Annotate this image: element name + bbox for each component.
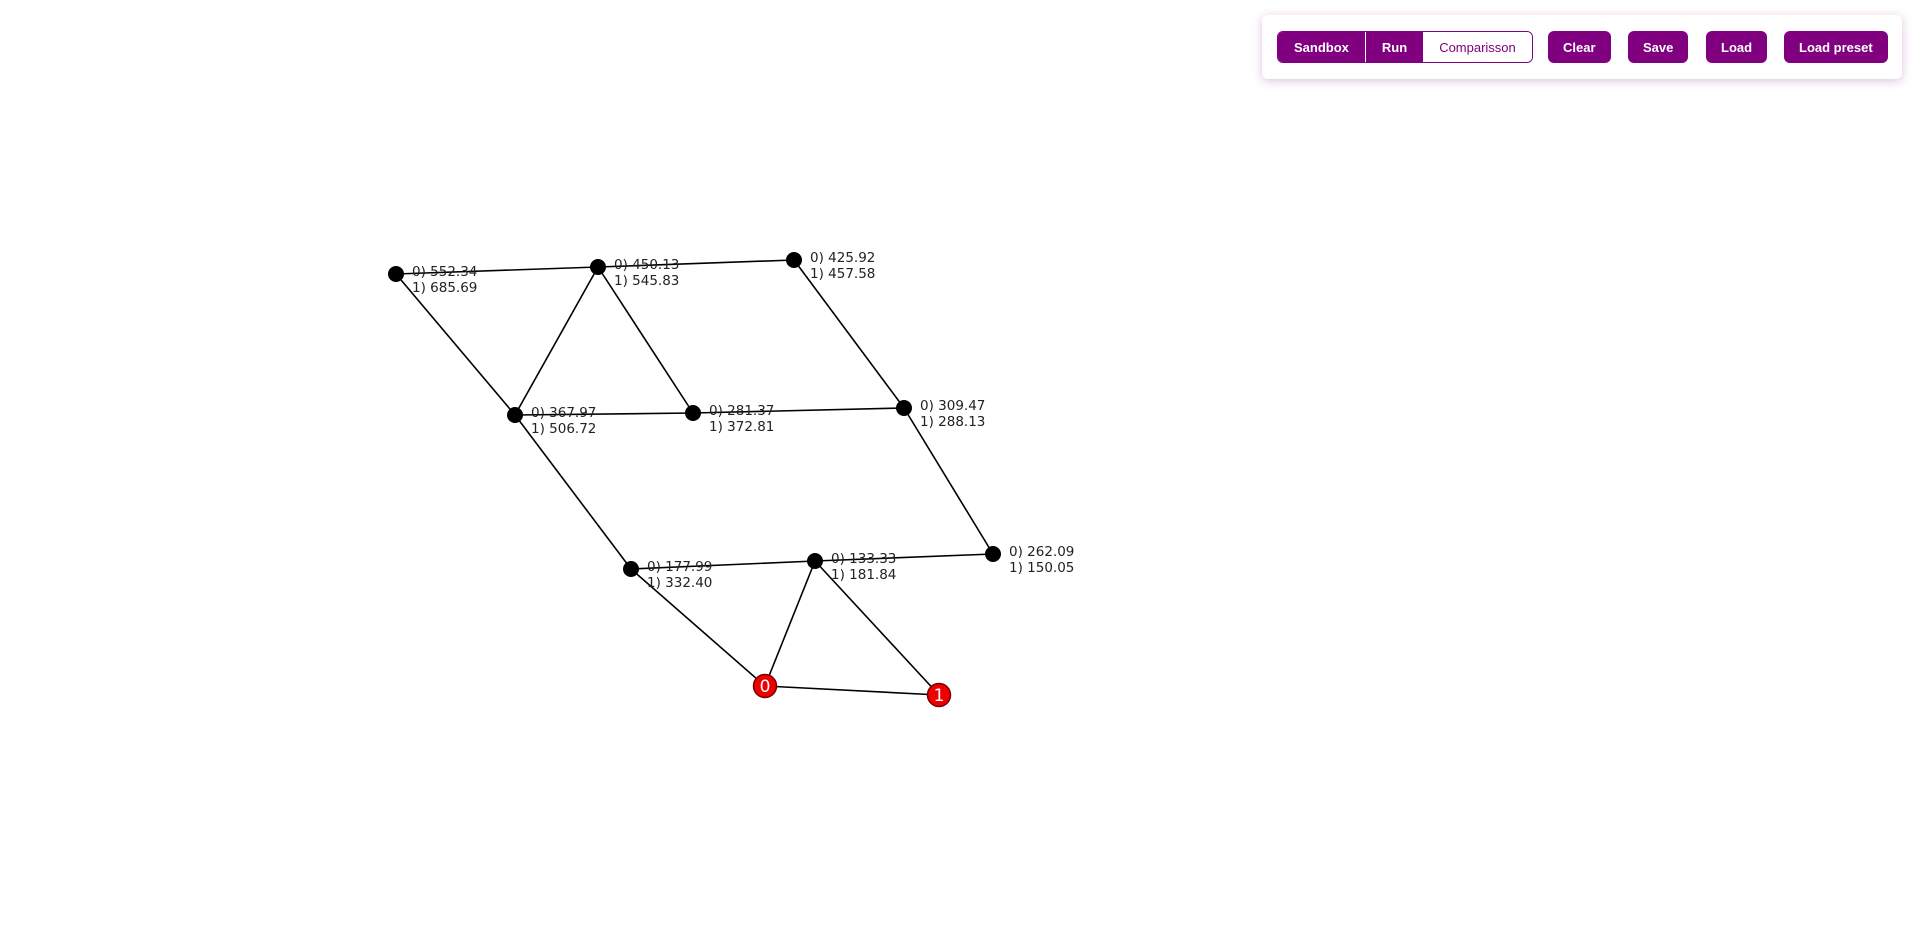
source-node-label: 1 (934, 686, 945, 706)
node-distance-label: 0) 177.99 (647, 559, 712, 575)
node-distance-label: 1) 506.72 (531, 421, 596, 437)
node-distance-label: 1) 332.40 (647, 575, 712, 591)
graph-edges (395, 259, 994, 696)
node-distance-label: 1) 288.13 (920, 414, 985, 430)
load-preset-button[interactable]: Load preset (1784, 31, 1888, 63)
node-distance-label: 0) 133.33 (831, 551, 896, 567)
graph-node-n3[interactable] (786, 252, 802, 268)
graph-edge-n8-n9 (814, 553, 994, 562)
graph-edge-n3-n6 (793, 259, 905, 409)
graph-edge-n6-n9 (903, 407, 994, 555)
graph-edge-n8-s1 (814, 560, 940, 696)
graph-node-n2[interactable] (590, 259, 606, 275)
graph-edge-n7-s0 (630, 568, 766, 687)
source-node-1[interactable] (926, 682, 952, 708)
graph-edge-s0-s1 (764, 685, 940, 696)
node-distance-label: 1) 150.05 (1009, 560, 1074, 576)
clear-button[interactable]: Clear (1548, 31, 1611, 63)
graph-edge-n4-n7 (514, 414, 632, 570)
graph-node-n9[interactable] (985, 546, 1001, 562)
node-distance-label: 0) 425.92 (810, 250, 875, 266)
sandbox-button[interactable]: Sandbox (1278, 32, 1365, 62)
graph-edge-n2-n5 (597, 266, 694, 414)
graph-node-n8[interactable] (807, 553, 823, 569)
save-button[interactable]: Save (1628, 31, 1689, 63)
node-distance-label: 0) 281.37 (709, 403, 774, 419)
node-distance-label: 0) 309.47 (920, 398, 985, 414)
graph-edge-n2-n3 (597, 259, 795, 268)
graph-edge-s0-n8 (764, 560, 816, 687)
node-distance-label: 0) 450.13 (614, 257, 679, 273)
comparison-button[interactable]: Comparisson (1423, 32, 1532, 62)
toolbar: Sandbox Run Comparisson Clear Save Load … (1262, 15, 1902, 79)
node-distance-label: 0) 552.34 (412, 264, 477, 280)
graph-edge-n5-n6 (692, 407, 905, 414)
node-distance-label: 1) 181.84 (831, 567, 896, 583)
graph-edge-n2-n4 (514, 266, 599, 416)
source-node-label: 0 (760, 677, 771, 697)
source-node-0[interactable] (752, 673, 778, 699)
load-button[interactable]: Load (1706, 31, 1768, 63)
node-distance-label: 0) 262.09 (1009, 544, 1074, 560)
node-distance-label: 0) 367.97 (531, 405, 596, 421)
graph-nodes (388, 252, 1001, 708)
graph-node-n4[interactable] (507, 407, 523, 423)
mode-button-group: Sandbox Run Comparisson (1277, 31, 1533, 63)
node-distance-label: 1) 372.81 (709, 419, 774, 435)
graph-labels: 0) 552.341) 685.69 0) 450.131) 545.83 0) 4… (412, 250, 1074, 706)
run-button[interactable]: Run (1364, 32, 1424, 62)
graph-edge-n7-n8 (630, 560, 816, 570)
graph-edge-n4-n5 (514, 412, 694, 416)
graph-edge-n1-n4 (395, 273, 516, 416)
node-distance-label: 1) 685.69 (412, 280, 477, 296)
graph-node-n7[interactable] (623, 561, 639, 577)
graph-node-n6[interactable] (896, 400, 912, 416)
node-distance-label: 1) 457.58 (810, 266, 875, 282)
node-distance-label: 1) 545.83 (614, 273, 679, 289)
graph-node-n1[interactable] (388, 266, 404, 282)
graph-edge-n1-n2 (395, 266, 599, 275)
graph-node-n5[interactable] (685, 405, 701, 421)
